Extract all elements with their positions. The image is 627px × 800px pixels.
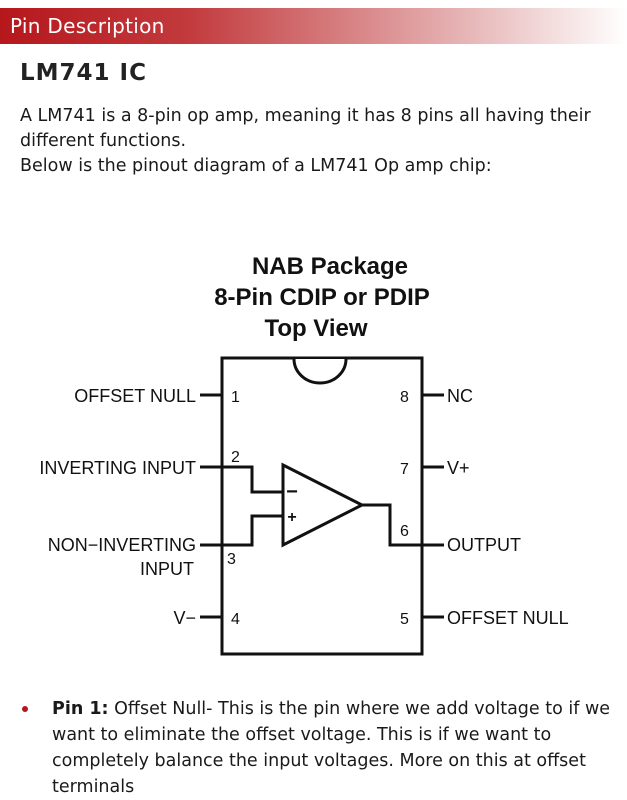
pin-number-8: 8 <box>400 389 409 406</box>
diagram-title-line-1: NAB Package <box>252 253 408 280</box>
opamp-triangle-symbol <box>281 462 366 548</box>
pin-number-4: 4 <box>231 611 240 628</box>
inverting-input-wire <box>222 465 283 494</box>
pin-3-label: NON−INVERTING <box>48 535 196 555</box>
pin-5-label: OFFSET NULL <box>447 608 569 628</box>
pin-number-5: 5 <box>400 611 409 628</box>
opamp-minus-sign: − <box>286 481 298 503</box>
diagram-title-line-2: 8-Pin CDIP or PDIP <box>214 284 430 311</box>
pin-description-list: Pin 1: Offset Null- This is the pin wher… <box>22 696 617 800</box>
non-inverting-input-wire <box>222 514 283 547</box>
intro-line-2: Below is the pinout diagram of a LM741 O… <box>20 156 492 176</box>
pinout-diagram: NAB Package 8-Pin CDIP or PDIP Top View … <box>39 253 569 656</box>
pin-number-1: 1 <box>231 389 240 406</box>
intro-paragraph: A LM741 is a 8-pin op amp, meaning it ha… <box>20 104 620 179</box>
pin-number-2: 2 <box>231 449 240 466</box>
pin-number-6: 6 <box>400 523 409 540</box>
diagram-title-line-3: Top View <box>264 315 367 342</box>
pin-number-7: 7 <box>400 461 409 478</box>
pin-7-label: V+ <box>447 458 470 478</box>
pin-3-label-line-2: INPUT <box>140 559 194 579</box>
intro-line-1: A LM741 is a 8-pin op amp, meaning it ha… <box>20 106 591 151</box>
list-item-text: Offset Null- This is the pin where we ad… <box>52 699 611 797</box>
bullet-dot-icon <box>22 706 28 712</box>
pin-number-3: 3 <box>227 551 236 568</box>
pin-8-label: NC <box>447 386 473 406</box>
section-title: Pin Description <box>10 14 165 38</box>
pin-4-label: V− <box>173 608 196 628</box>
pin-6-label: OUTPUT <box>447 535 521 555</box>
list-item: Pin 1: Offset Null- This is the pin wher… <box>22 696 617 800</box>
output-wire <box>362 503 422 547</box>
page-heading: LM741 IC <box>20 60 147 86</box>
pin-2-label: INVERTING INPUT <box>39 458 196 478</box>
chip-notch <box>292 358 348 385</box>
opamp-plus-sign: + <box>287 509 296 526</box>
pin-1-label: OFFSET NULL <box>74 386 196 406</box>
section-header-bar: Pin Description <box>0 8 627 44</box>
list-item-lead: Pin 1: <box>52 699 109 719</box>
